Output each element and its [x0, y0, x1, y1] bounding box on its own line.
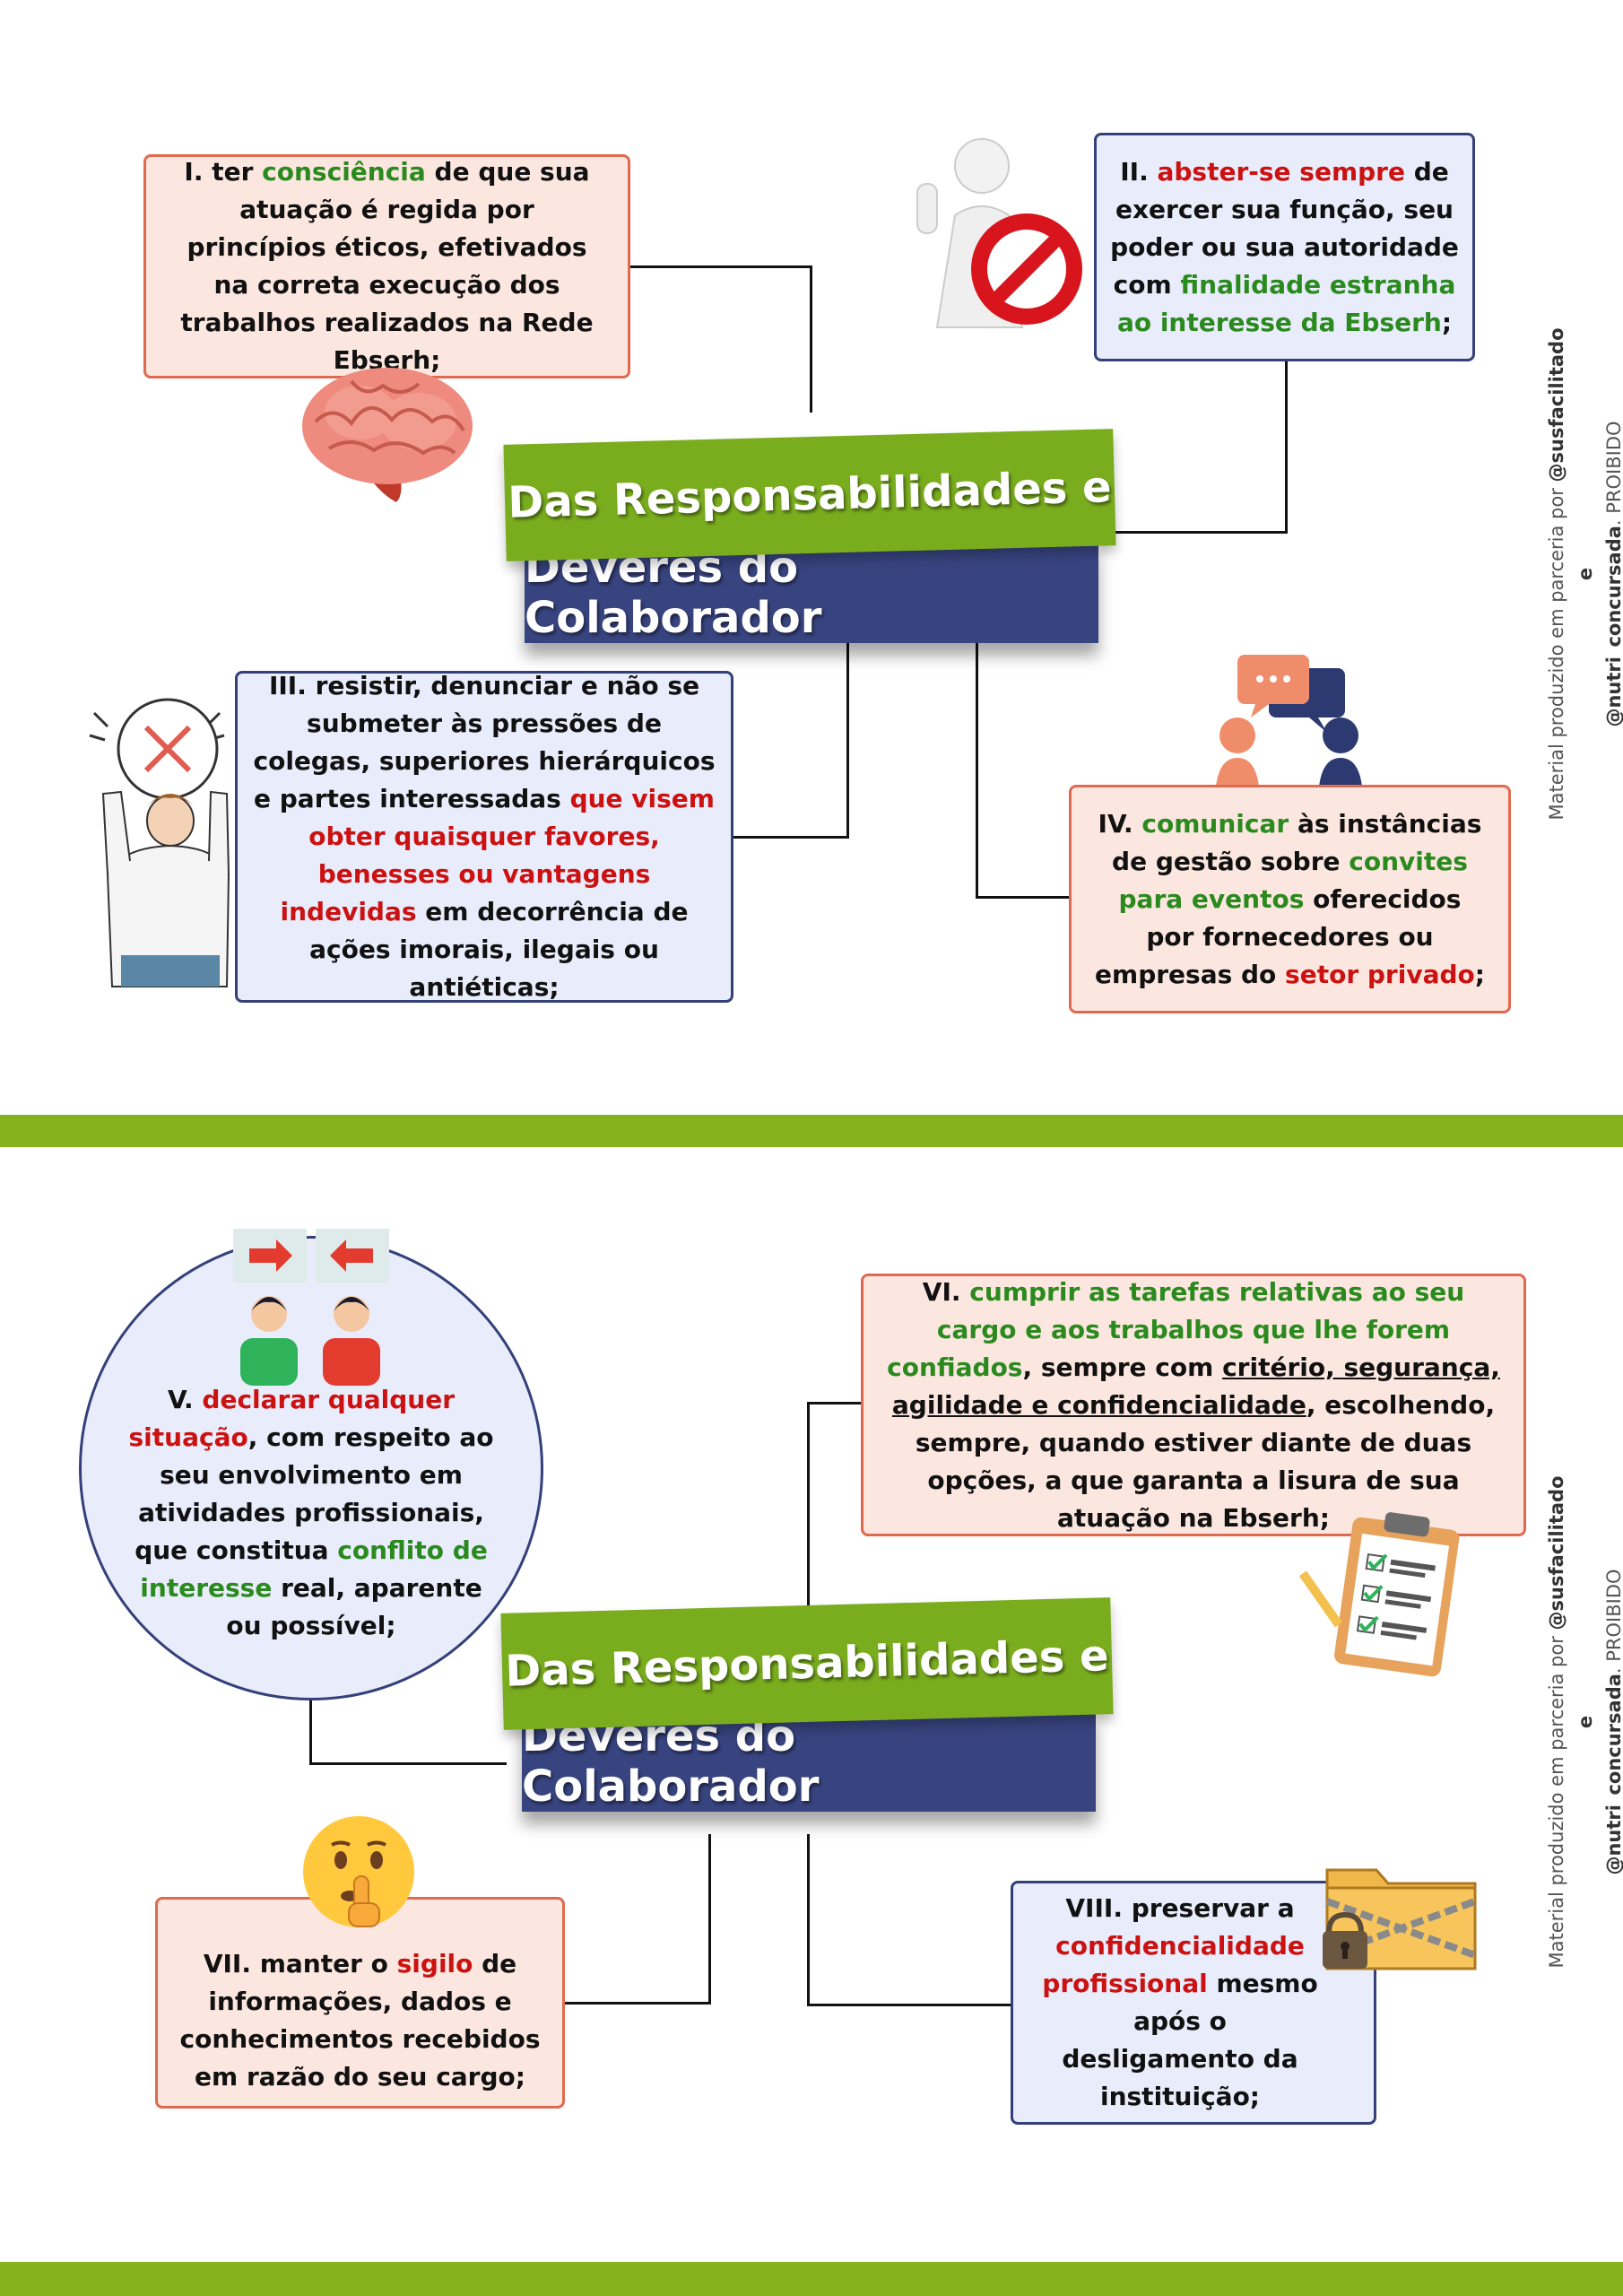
section-divider-band-bottom	[0, 2262, 1623, 2296]
title-line2-2: Deveres do Colaborador	[522, 1711, 820, 1812]
item-viii-text: VIII. preservar a confidencialidade prof…	[1042, 1893, 1318, 2111]
title-line1: Das Responsabilidades e	[507, 462, 1113, 528]
item-iv-box: IV. comunicar às instâncias de gestão so…	[1069, 785, 1511, 1013]
swap-people-icon	[233, 1229, 389, 1386]
item-i-text: I. ter consciência de que sua atuação é …	[180, 157, 594, 375]
stop-sign-person-icon	[916, 138, 1082, 328]
title-line1-2: Das Responsabilidades e	[504, 1631, 1110, 1697]
connector-v	[309, 1695, 507, 1765]
connector-iv	[976, 641, 1070, 899]
stressed-person-icon	[89, 698, 230, 987]
checklist-clipboard-icon	[1298, 1512, 1460, 1677]
item-ii-text: II. abster-se sempre de exercer sua funç…	[1110, 156, 1459, 337]
side-note-top: Material produzido em parceria por @susf…	[1546, 327, 1623, 821]
locked-folder-icon	[1323, 1868, 1477, 1970]
item-iii-text: III. resistir, denunciar e não se submet…	[253, 671, 716, 1002]
connector-vi	[807, 1402, 863, 1626]
connector-iii	[731, 641, 849, 839]
title-line2-banner-2: Deveres do Colaborador	[522, 1711, 1096, 1812]
item-ii-box: II. abster-se sempre de exercer sua funç…	[1094, 133, 1475, 361]
item-i-box: I. ter consciência de que sua atuação é …	[143, 154, 630, 378]
brain-icon	[302, 368, 473, 502]
shush-emoji-icon	[303, 1816, 414, 1927]
connector-vii	[563, 1834, 711, 2005]
item-v-text: V. declarar qualquer situação, com respe…	[128, 1385, 494, 1640]
item-iv-text: IV. comunicar às instâncias de gestão so…	[1095, 808, 1485, 989]
chat-people-icon	[1215, 655, 1363, 803]
item-v-circle: V. declarar qualquer situação, com respe…	[79, 1236, 543, 1700]
item-viii-box: VIII. preservar a confidencialidade prof…	[1011, 1881, 1376, 2125]
connector-viii	[807, 1834, 1013, 2006]
section-divider-band	[0, 1115, 1623, 1147]
item-vii-text: VII. manter o sigilo de informações, dad…	[179, 1949, 541, 2092]
connector-ii	[1112, 359, 1288, 534]
title-line1-banner-2: Das Responsabilidades e	[500, 1597, 1114, 1730]
item-vi-text: VI. cumprir as tarefas relativas ao seu …	[887, 1276, 1500, 1533]
connector-i	[628, 265, 812, 413]
title-line1-banner: Das Responsabilidades e	[503, 429, 1116, 561]
side-note-bottom: Material produzido em parceria por @susf…	[1546, 1475, 1623, 1969]
item-iii-box: III. resistir, denunciar e não se submet…	[235, 671, 733, 1003]
item-vi-box: VI. cumprir as tarefas relativas ao seu …	[861, 1274, 1526, 1536]
item-vii-box: VII. manter o sigilo de informações, dad…	[155, 1897, 565, 2109]
